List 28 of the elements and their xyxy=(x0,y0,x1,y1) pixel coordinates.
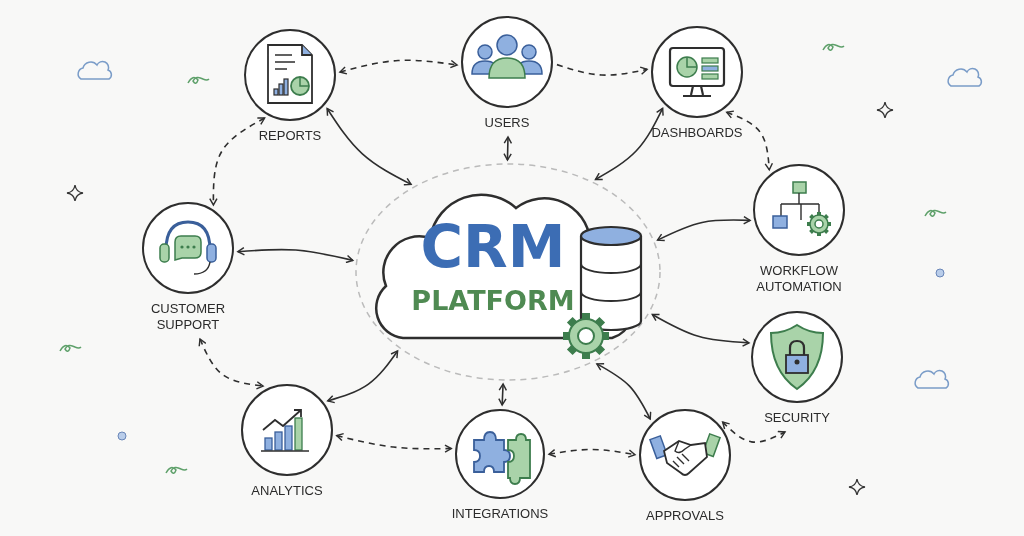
dashed-arrow xyxy=(721,421,786,443)
platform-subtitle: PLATFORM xyxy=(410,286,576,316)
node-label: ANALYTICS xyxy=(251,483,323,499)
arrow xyxy=(594,107,664,181)
node-label: USERS xyxy=(484,115,530,131)
dashed-arrow xyxy=(209,117,266,206)
node-label: CUSTOMER SUPPORT xyxy=(149,301,227,333)
arrow xyxy=(656,215,751,242)
arrow xyxy=(326,350,399,404)
node-label: WORKFLOW AUTOMATION xyxy=(755,263,843,295)
dashed-arrow xyxy=(339,59,458,75)
dashed-arrow xyxy=(335,432,453,453)
node-label: DASHBOARDS xyxy=(651,125,743,141)
dashed-arrow xyxy=(548,448,636,458)
arrow xyxy=(503,136,513,161)
node-label: REPORTS xyxy=(258,128,322,144)
arrow xyxy=(651,313,750,347)
platform-title: CRM xyxy=(419,216,567,280)
dashed-arrow xyxy=(725,110,774,171)
arrow xyxy=(326,107,412,186)
dashed-arrow xyxy=(556,63,648,76)
arrow xyxy=(498,383,508,406)
arrow xyxy=(237,246,354,264)
node-label: INTEGRATIONS xyxy=(451,506,549,522)
node-label: APPROVALS xyxy=(646,508,724,524)
node-label: SECURITY xyxy=(764,410,830,426)
dashed-arrow xyxy=(198,338,264,390)
arrow xyxy=(596,363,652,420)
